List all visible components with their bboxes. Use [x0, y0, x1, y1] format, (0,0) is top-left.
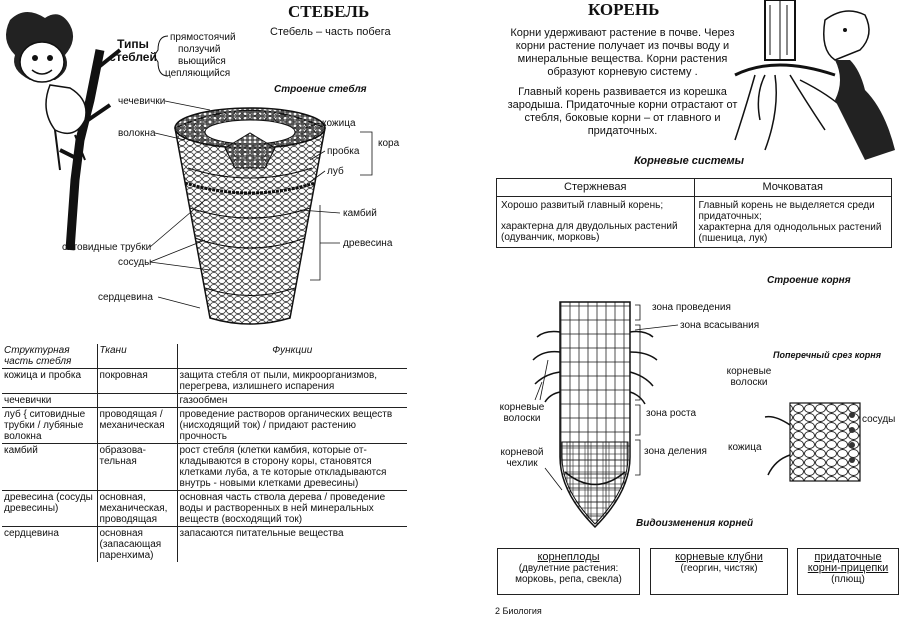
table-row: камбий образова-тельная рост стебля (кле…	[2, 443, 407, 491]
stem-subtitle: Стебель – часть побега	[270, 26, 391, 38]
zone-label: зона всасывания	[680, 320, 760, 331]
root-systems-table: Стержневая Мочковатая Хорошо развитый гл…	[496, 178, 892, 248]
table-row: луб { ситовидные трубки / лубяные волокн…	[2, 407, 407, 444]
cartoon-plant-illustration	[6, 11, 122, 251]
stem-structure-title: Строение стебля	[274, 84, 367, 95]
zone-label: зона роста	[646, 408, 697, 419]
label-chechevichki: чечевички	[118, 96, 166, 107]
tree-roots-illustration	[734, 0, 895, 160]
page-footer: 2 Биология	[495, 606, 542, 616]
label-kozhitsa: кожица	[322, 118, 356, 129]
label-probka: пробка	[327, 146, 360, 157]
stem-label-leaders	[149, 100, 373, 309]
label-volokna: волокна	[118, 128, 156, 139]
label-kambiy: камбий	[343, 208, 377, 219]
modification-box: корнеплоды (двулетние растения: морковь,…	[497, 548, 640, 595]
root-intro-text: Корни удерживают растение в почве. Через…	[510, 27, 735, 78]
table-row: Хорошо развитый главный корень; характер…	[496, 196, 892, 248]
zone-label: зона проведения	[652, 302, 731, 313]
stem-type-item: прямостоячий	[170, 32, 236, 43]
stem-type-item: цепляющийся	[165, 68, 231, 79]
modification-box: придаточные корни-прицепки (плющ)	[797, 548, 899, 595]
root-cap-label: корневой чехлик	[500, 447, 544, 469]
root-hairs-label: корневые волоски	[499, 402, 545, 424]
stem-functions-table: Структурная часть стебля Ткани Функции к…	[2, 344, 407, 562]
label-serdtsevina: сердцевина	[98, 292, 153, 303]
stem-type-item: вьющийся	[178, 56, 226, 67]
root-cross-section-diagram	[764, 402, 861, 482]
label-lub: луб	[327, 166, 344, 177]
cross-skin-label: кожица	[728, 442, 762, 453]
cross-hairs-label: корневые волоски	[726, 366, 772, 388]
stem-types-title: Типы стеблей	[109, 37, 157, 64]
root-structure-title: Строение корня	[767, 275, 851, 286]
table-header: Ткани	[97, 344, 178, 369]
stem-page-title: СТЕБЕЛЬ	[288, 2, 370, 21]
stem-types-brace	[153, 35, 169, 77]
table-header: Структурная часть стебля	[2, 344, 98, 369]
table-header: Функции	[177, 344, 407, 369]
cross-vessels-label: сосуды	[862, 414, 896, 425]
label-sosudy: сосуды	[118, 257, 152, 268]
table-row: кожица и пробка покровная защита стебля …	[2, 368, 407, 394]
stem-type-item: ползучий	[178, 44, 221, 55]
label-sitovidnye: ситовидные трубки	[62, 242, 152, 253]
root-zone-brackets	[635, 304, 641, 476]
table-row: древесина (сосуды древесины) основная, м…	[2, 490, 407, 527]
table-row: сердцевина основная (запасающая паренхим…	[2, 526, 407, 562]
label-kora: кора	[378, 138, 400, 149]
zone-label: зона деления	[644, 446, 707, 457]
root-structure-diagram	[532, 301, 658, 529]
root-intro-text-2: Главный корень развивается из корешка за…	[507, 86, 738, 137]
table-row: чечевички газообмен	[2, 393, 407, 408]
cross-section-title: Поперечный срез корня	[773, 350, 882, 360]
label-drevesina: древесина	[343, 238, 393, 249]
root-page-title: КОРЕНЬ	[588, 0, 660, 19]
stem-cross-section-diagram	[174, 107, 326, 325]
root-systems-title: Корневые системы	[634, 155, 744, 167]
modification-box: корневые клубни (георгин, чистяк)	[650, 548, 788, 595]
root-modifications-title: Видоизменения корней	[636, 518, 754, 529]
